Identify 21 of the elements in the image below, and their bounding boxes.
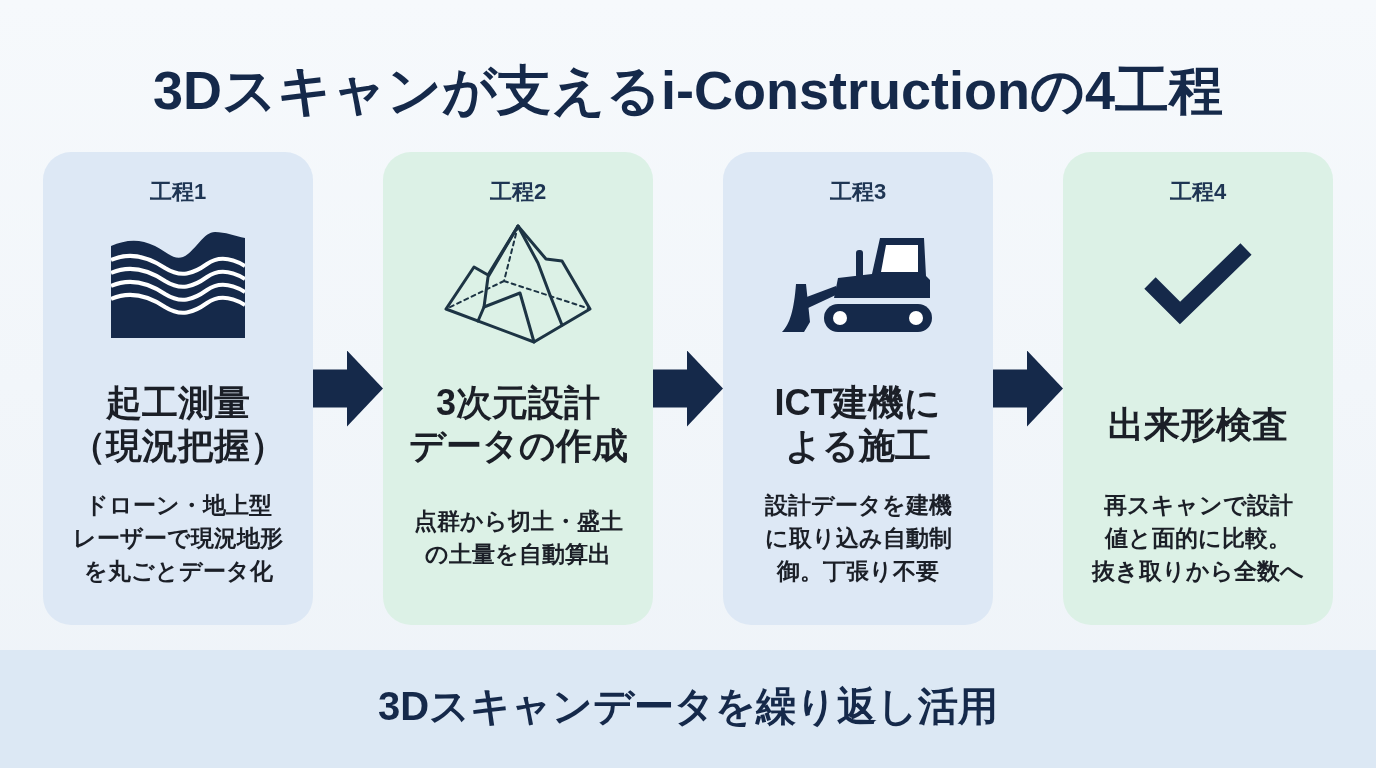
step-title: ICT建機による施工	[774, 381, 942, 467]
arrow	[653, 350, 723, 427]
step-label: 工程3	[829, 178, 887, 206]
step-title: 起工測量（現況把握）	[70, 381, 286, 467]
step-label: 工程2	[489, 178, 547, 206]
step-description: ドローン・地上型レーザーで現況地形を丸ごとデータ化	[73, 490, 283, 586]
step-description: 点群から切土・盛土の土量を自動算出	[413, 507, 623, 569]
step-title: 3次元設計データの作成	[408, 381, 628, 467]
process-card	[1063, 152, 1333, 625]
step-title: 出来形検査	[1108, 402, 1288, 446]
step-label: 工程1	[149, 178, 207, 206]
page-title: 3Dスキャンが支えるi-Constructionの4工程	[153, 59, 1223, 122]
banner-text: 3Dスキャンデータを繰り返し活用	[377, 683, 999, 730]
arrow	[993, 350, 1063, 427]
arrow	[313, 350, 383, 427]
process-card	[383, 152, 653, 625]
step-description: 設計データを建機に取り込み自動制御。丁張り不要	[764, 490, 952, 586]
process-card	[43, 152, 313, 625]
process-card	[723, 152, 993, 625]
step-label: 工程4	[1169, 178, 1227, 206]
step-description: 再スキャンで設計値と面的に比較。抜き取りから全数へ	[1092, 490, 1304, 586]
